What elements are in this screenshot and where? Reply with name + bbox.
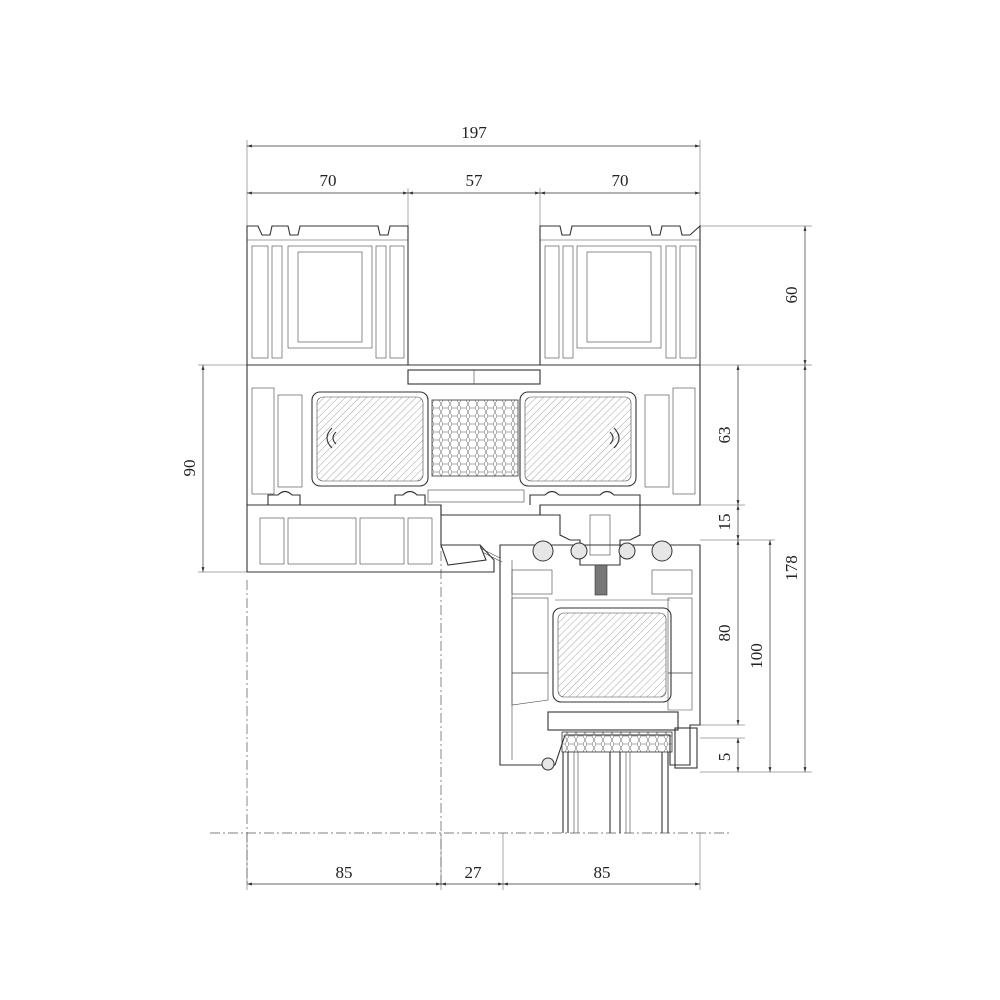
bottom-dimensions: 85 27 85	[247, 863, 700, 886]
dim-label-bottom-middle: 27	[465, 863, 483, 882]
glazing-unit	[547, 711, 698, 833]
dim-label-bottom-left: 85	[336, 863, 353, 882]
dim-label-right-sash-total: 100	[747, 643, 766, 669]
dim-label-left-height: 90	[180, 460, 199, 477]
dim-label-right-sash: 80	[715, 625, 734, 642]
mullion-connector	[539, 504, 641, 596]
transom-profile	[246, 364, 701, 516]
dim-label-top-right: 70	[612, 171, 629, 190]
dim-label-right-glazing: 5	[715, 753, 734, 762]
dim-label-right-gap: 15	[715, 514, 734, 531]
dim-label-right-transom: 63	[715, 427, 734, 444]
outer-frame-profile	[246, 224, 701, 366]
left-dimension: 90	[180, 365, 205, 572]
top-dimension-overall: 197	[247, 123, 700, 148]
dim-label-bottom-right: 85	[594, 863, 611, 882]
sash-profile	[499, 544, 701, 766]
dim-label-197: 197	[461, 123, 487, 142]
top-dimension-segments: 70 57 70	[247, 171, 700, 195]
dim-label-right-upper: 60	[782, 287, 801, 304]
dim-label-right-overall: 178	[782, 555, 801, 581]
dim-label-top-middle: 57	[466, 171, 484, 190]
gaskets	[532, 540, 673, 771]
dim-label-top-left: 70	[320, 171, 337, 190]
lower-sill-profile	[246, 504, 503, 573]
right-dimensions: 60 63 15 80 5 100 178	[715, 226, 807, 772]
